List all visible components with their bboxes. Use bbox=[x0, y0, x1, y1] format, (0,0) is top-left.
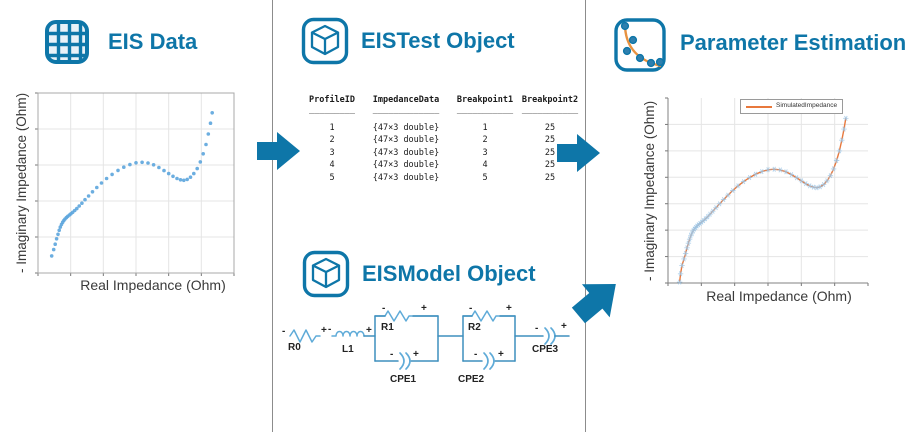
param-plot-ylabel: - Imaginary Impedance (Ohm) bbox=[642, 100, 657, 281]
component-label-cpe2: CPE2 bbox=[458, 374, 485, 385]
component-label-cpe3: CPE3 bbox=[532, 344, 559, 355]
col-header: ImpedanceData bbox=[372, 95, 440, 105]
eismodel-title: EISModel Object bbox=[362, 261, 536, 286]
table-header-row: ProfileID ImpedanceData Breakpoint1 Brea… bbox=[306, 95, 582, 106]
table-row: 1 {47×3 double} 1 25 bbox=[329, 123, 556, 133]
col-header: Breakpoint2 bbox=[521, 95, 579, 105]
eistest-table: ProfileID ImpedanceData Breakpoint1 Brea… bbox=[306, 95, 582, 184]
sign-plus: + bbox=[321, 325, 327, 336]
sign-minus: - bbox=[535, 323, 538, 334]
table-row: 2 {47×3 double} 2 25 bbox=[329, 135, 556, 146]
eis-plot-xlabel: Real Impedance (Ohm) bbox=[80, 277, 226, 293]
panel-divider-left bbox=[272, 0, 273, 432]
arrow-right-2 bbox=[557, 134, 600, 172]
cube-object-icon bbox=[302, 250, 350, 298]
col-header: ProfileID bbox=[308, 95, 356, 105]
sign-minus: - bbox=[382, 303, 385, 314]
arrow-right-1 bbox=[257, 132, 300, 170]
equivalent-circuit-diagram: - + R0 - + L1 - + R1 - + CPE1 - + R2 - +… bbox=[282, 303, 570, 385]
param-plot-area bbox=[665, 97, 869, 286]
component-label-l1: L1 bbox=[342, 344, 354, 355]
curve-fit-icon bbox=[614, 18, 666, 72]
component-label-r2: R2 bbox=[468, 322, 481, 333]
component-label-r0: R0 bbox=[288, 342, 301, 353]
sign-plus: + bbox=[498, 349, 504, 360]
sign-minus: - bbox=[390, 349, 393, 360]
sign-plus: + bbox=[413, 349, 419, 360]
cube-object-icon bbox=[301, 17, 349, 65]
table-row: 4 {47×3 double} 4 25 bbox=[329, 160, 556, 171]
panel-divider-right bbox=[585, 0, 586, 432]
table-rule-row: _________ _____________ ___________ ____… bbox=[308, 105, 579, 115]
arrow-diagonal-3 bbox=[571, 284, 616, 324]
sign-plus: + bbox=[421, 303, 427, 314]
plot-legend: SimulatedImpedance bbox=[740, 99, 844, 114]
legend-line-sample bbox=[746, 105, 772, 108]
table-row: 5 {47×3 double} 5 25 bbox=[329, 172, 556, 183]
table-row: 3 {47×3 double} 3 25 bbox=[329, 147, 556, 158]
eis-data-title: EIS Data bbox=[108, 29, 198, 54]
param-estimation-plot: - Imaginary Impedance (Ohm) SimulatedImp… bbox=[638, 85, 884, 305]
sign-minus: - bbox=[474, 349, 477, 360]
component-label-cpe1: CPE1 bbox=[390, 374, 417, 385]
eis-plot-ylabel: - Imaginary Impedance (Ohm) bbox=[14, 92, 29, 273]
sign-plus: + bbox=[506, 303, 512, 314]
param-plot-xlabel: Real Impedance (Ohm) bbox=[706, 288, 852, 304]
col-header: Breakpoint1 bbox=[456, 95, 514, 105]
sign-minus: - bbox=[328, 324, 331, 335]
grid-data-icon bbox=[45, 20, 89, 64]
sign-minus: - bbox=[469, 303, 472, 314]
sign-minus: - bbox=[282, 326, 285, 337]
eis-data-plot-area bbox=[35, 92, 235, 276]
eis-data-plot: - Imaginary Impedance (Ohm) Real Impedan… bbox=[8, 85, 262, 300]
eistest-title: EISTest Object bbox=[361, 28, 515, 53]
component-label-r1: R1 bbox=[381, 322, 394, 333]
param-estimation-title: Parameter Estimation bbox=[680, 30, 907, 55]
legend-label: SimulatedImpedance bbox=[776, 102, 838, 110]
sign-plus: + bbox=[561, 321, 567, 332]
sign-plus: + bbox=[366, 325, 372, 336]
